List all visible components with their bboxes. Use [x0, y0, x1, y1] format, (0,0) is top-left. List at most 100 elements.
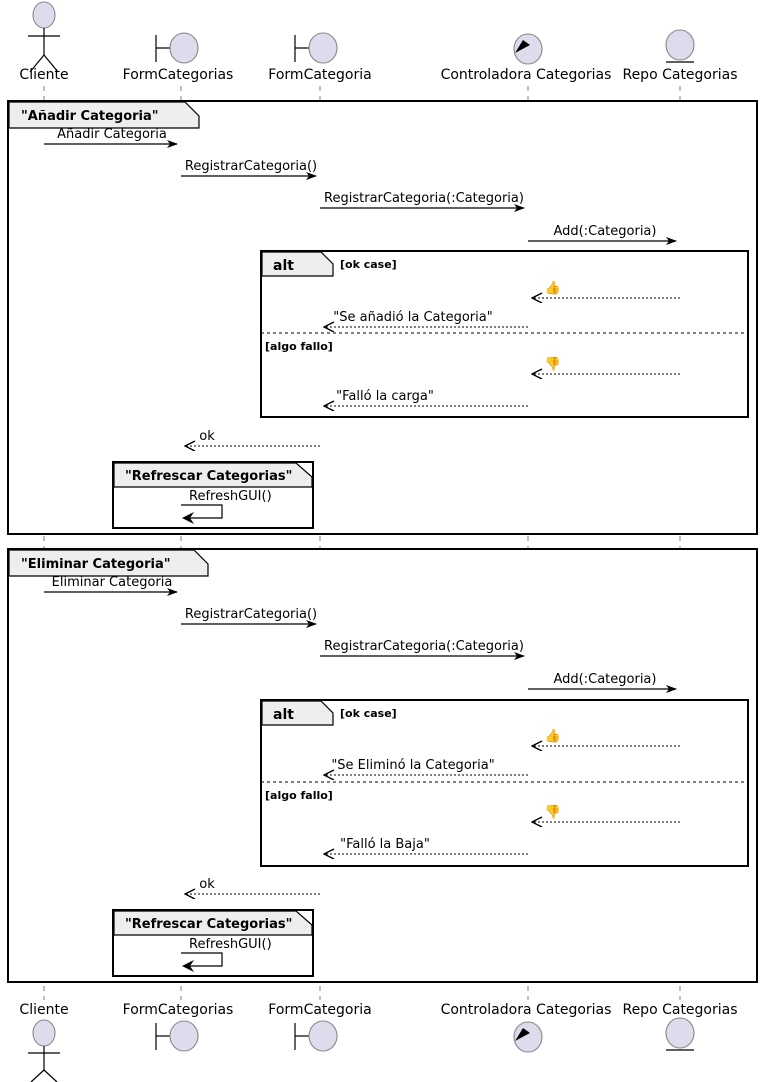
message-fallo-la-carga[interactable]: "Falló la carga" — [324, 389, 528, 406]
message-se-anadio[interactable]: "Se añadió la Categoria" — [324, 310, 528, 327]
participant-head-repo[interactable] — [665, 29, 695, 63]
message-se-elimino[interactable]: "Se Eliminó la Categoria" — [324, 758, 528, 775]
fragment-eliminar-label: "Eliminar Categoria" — [21, 557, 171, 572]
fragment-anadir-label: "Añadir Categoria" — [21, 109, 159, 124]
message-registrarcategoria-param-1[interactable]: RegistrarCategoria(:Categoria) — [320, 191, 525, 212]
actor-leg-left — [29, 54, 45, 73]
message-ok-2[interactable]: ok — [185, 877, 320, 894]
refrescar-tab — [113, 910, 313, 936]
message-fallo-la-baja[interactable]: "Falló la Baja" — [324, 837, 528, 854]
message-label: ok — [199, 429, 215, 444]
alt-fragment-anadir[interactable]: alt [ok case] [algo fallo] — [260, 250, 749, 418]
entity-icon — [665, 1017, 695, 1049]
thumbs-down-icon: 👎 — [545, 804, 561, 820]
participant-label-cliente-bottom: Cliente — [19, 1002, 68, 1018]
self-message-label: RefreshGUI() — [189, 489, 272, 504]
participant-head-cliente[interactable] — [28, 1, 60, 73]
participant-head-controladora[interactable] — [513, 33, 543, 65]
fragment-refrescar-eliminar[interactable]: "Refrescar Categorias" RefreshGUI() — [112, 909, 314, 977]
thumbs-up-icon: 👍 — [545, 728, 561, 744]
message-add-1[interactable]: Add(:Categoria) — [528, 224, 677, 245]
message-registrarcategoria-param-2[interactable]: RegistrarCategoria(:Categoria) — [320, 639, 525, 660]
participant-label-formcategoria-bottom: FormCategoria — [268, 1002, 371, 1018]
alt-tab — [261, 251, 334, 277]
participant-label-controladora-top: Controladora Categorias — [441, 67, 612, 83]
message-label: RegistrarCategoria(:Categoria) — [324, 191, 524, 206]
entity-icon — [665, 29, 695, 61]
self-message-arrowhead — [182, 512, 194, 524]
participant-label-controladora-bottom: Controladora Categorias — [441, 1002, 612, 1018]
control-arrow-icon — [515, 40, 530, 53]
self-message-label: RefreshGUI() — [189, 937, 272, 952]
message-label: ok — [199, 877, 215, 892]
message-label: "Se añadió la Categoria" — [333, 310, 492, 325]
fragment-refrescar-anadir[interactable]: "Refrescar Categorias" RefreshGUI() — [112, 461, 314, 529]
participant-foot-formcategorias[interactable] — [155, 1020, 199, 1052]
actor-icon — [32, 1, 56, 29]
thumbs-up-icon: 👍 — [545, 280, 561, 296]
refrescar-label: "Refrescar Categorias" — [125, 917, 292, 932]
actor-icon — [32, 1019, 56, 1047]
participant-label-formcategorias-top: FormCategorias — [123, 67, 234, 83]
message-label: RegistrarCategoria(:Categoria) — [324, 639, 524, 654]
boundary-icon — [169, 1020, 199, 1052]
control-arrow-icon — [515, 1028, 530, 1041]
actor-leg-right — [43, 1069, 58, 1082]
participant-label-formcategorias-bottom: FormCategorias — [123, 1002, 234, 1018]
message-label: "Se Eliminó la Categoria" — [331, 758, 494, 773]
participant-foot-formcategoria[interactable] — [294, 1020, 338, 1052]
message-registrarcategoria-1[interactable]: RegistrarCategoria() — [181, 159, 317, 180]
self-message-arrowhead — [182, 960, 194, 972]
participant-head-formcategoria[interactable] — [294, 32, 338, 64]
boundary-icon — [308, 1020, 338, 1052]
message-label: Add(:Categoria) — [554, 672, 657, 687]
refrescar-tab — [113, 462, 313, 488]
message-thumbsup-2[interactable]: 👍 — [532, 728, 680, 746]
message-thumbsdown-1[interactable]: 👎 — [532, 356, 680, 374]
participant-label-cliente-top: Cliente — [19, 67, 68, 83]
message-label: "Falló la carga" — [336, 389, 434, 404]
message-label: Añadir Categoria — [57, 127, 167, 142]
participant-foot-repo[interactable] — [665, 1017, 695, 1051]
alt-operator-label: alt — [273, 707, 294, 723]
participant-foot-controladora[interactable] — [513, 1021, 543, 1053]
control-icon — [513, 1021, 543, 1053]
message-anadir-categoria[interactable]: Añadir Categoria — [44, 127, 178, 148]
self-message-path — [181, 504, 223, 519]
alt-guard-fail: [algo fallo] — [265, 340, 333, 353]
alt-box — [260, 699, 749, 867]
fragment-eliminar-tab — [8, 549, 209, 577]
alt-guard-ok: [ok case] — [340, 258, 397, 271]
alt-guard-ok: [ok case] — [340, 707, 397, 720]
message-add-2[interactable]: Add(:Categoria) — [528, 672, 677, 693]
alt-guard-fail: [algo fallo] — [265, 789, 333, 802]
refrescar-label: "Refrescar Categorias" — [125, 469, 292, 484]
alt-tab — [261, 700, 334, 726]
participant-label-repo-top: Repo Categorias — [622, 67, 737, 83]
actor-leg-right — [43, 54, 59, 73]
alt-box — [260, 250, 749, 418]
message-label: Eliminar Categoria — [52, 575, 173, 590]
control-icon — [513, 33, 543, 65]
fragment-anadir-tab — [8, 101, 200, 129]
message-thumbsup-1[interactable]: 👍 — [532, 280, 680, 298]
participant-label-formcategoria-top: FormCategoria — [268, 67, 371, 83]
message-registrarcategoria-2[interactable]: RegistrarCategoria() — [181, 607, 317, 628]
boundary-icon — [308, 32, 338, 64]
participant-foot-cliente[interactable] — [28, 1019, 60, 1082]
boundary-icon — [169, 32, 199, 64]
message-thumbsdown-2[interactable]: 👎 — [532, 804, 680, 822]
thumbs-down-icon: 👎 — [545, 356, 561, 372]
message-label: Add(:Categoria) — [554, 224, 657, 239]
message-eliminar-categoria[interactable]: Eliminar Categoria — [44, 575, 178, 596]
alt-fragment-eliminar[interactable]: alt [ok case] [algo fallo] — [260, 699, 749, 867]
actor-leg-left — [30, 1069, 45, 1082]
message-ok-1[interactable]: ok — [185, 429, 320, 446]
participant-head-formcategorias[interactable] — [155, 32, 199, 64]
alt-operator-label: alt — [273, 258, 294, 274]
message-label: RegistrarCategoria() — [185, 607, 317, 622]
self-message-path — [181, 952, 223, 967]
message-label: RegistrarCategoria() — [185, 159, 317, 174]
participant-label-repo-bottom: Repo Categorias — [622, 1002, 737, 1018]
